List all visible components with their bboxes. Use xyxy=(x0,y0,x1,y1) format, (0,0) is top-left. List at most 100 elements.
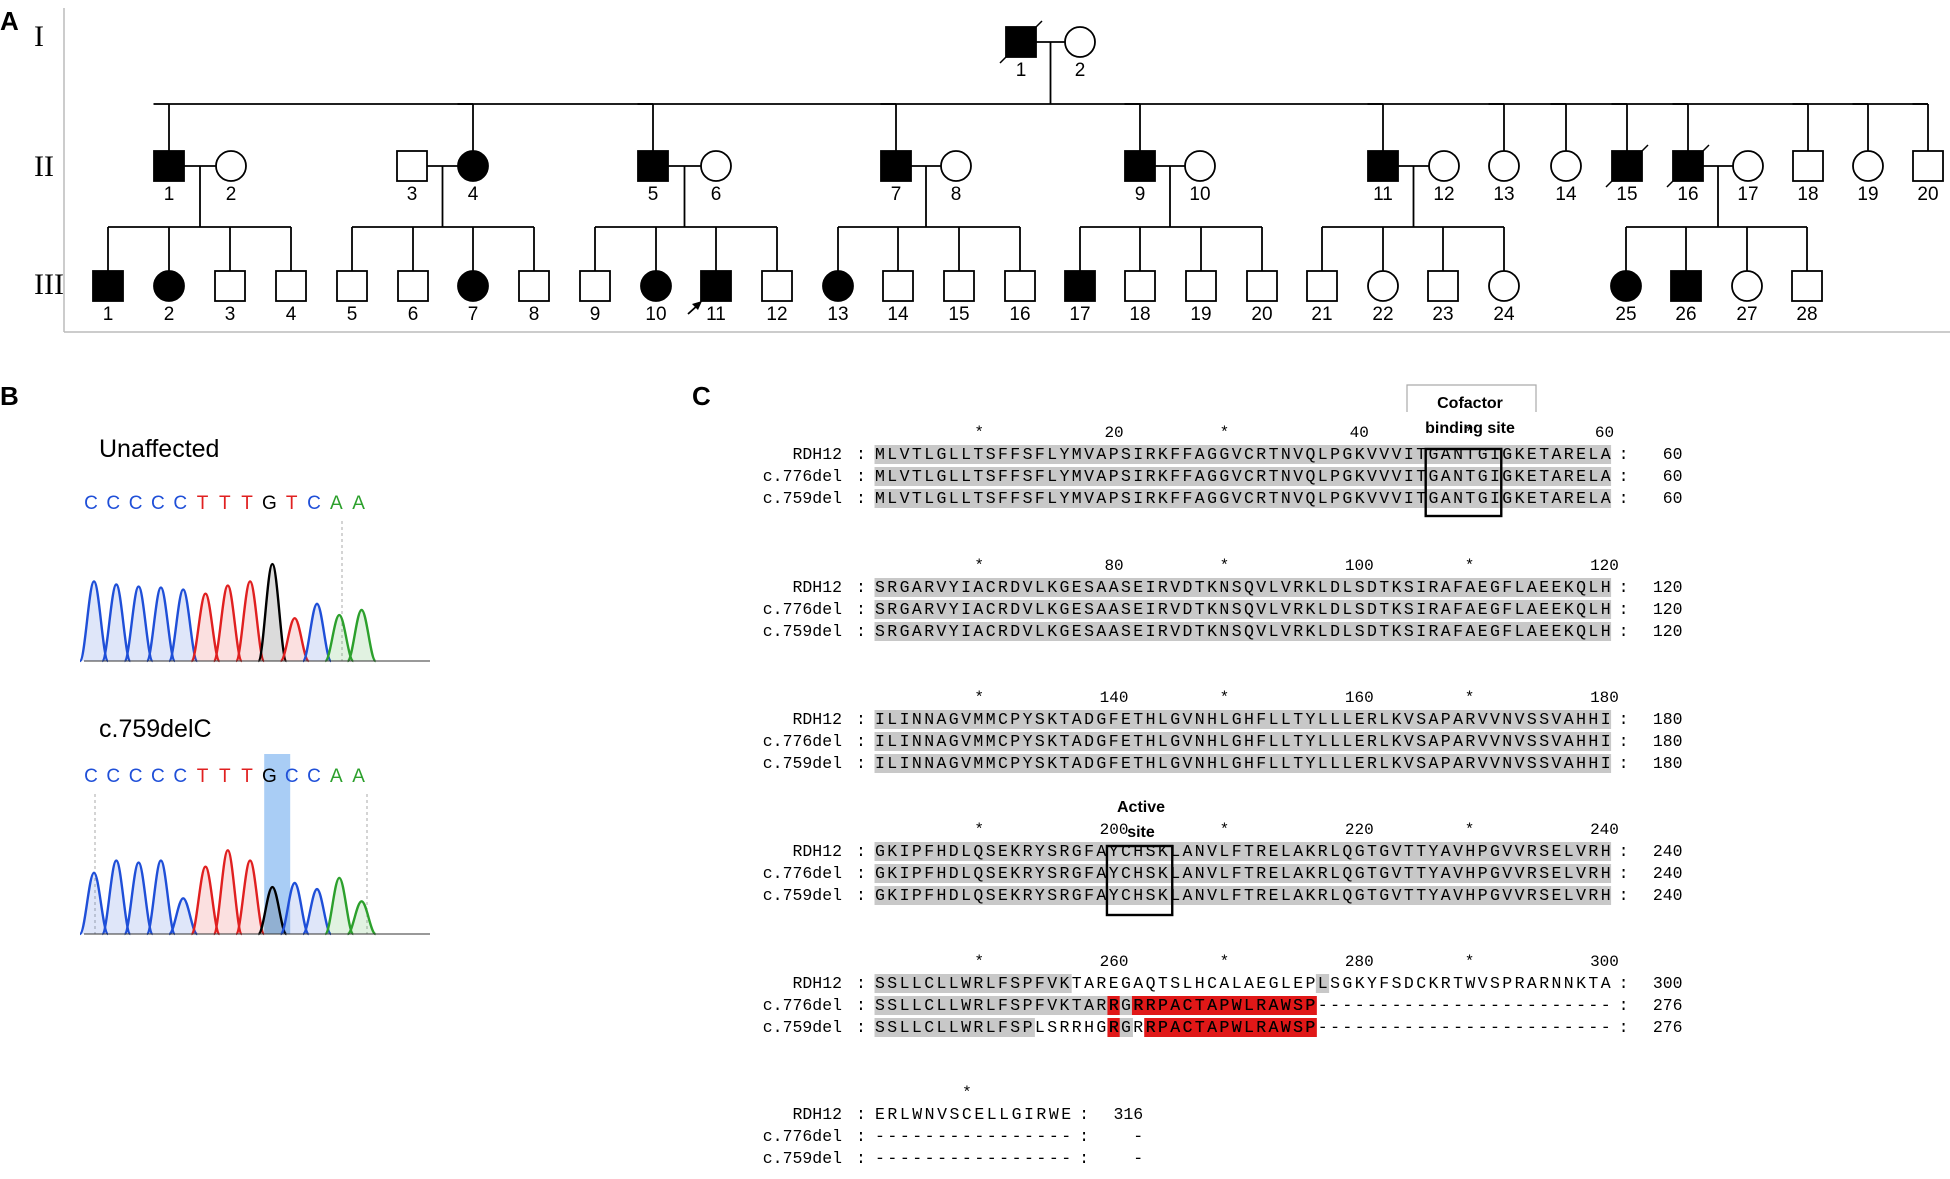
residue-count: - xyxy=(1133,1149,1143,1168)
affected-female-symbol xyxy=(1610,270,1642,302)
separator-colon: : xyxy=(856,974,866,993)
base-call: T xyxy=(219,766,231,787)
pedigree-individual: 9 xyxy=(1124,150,1156,205)
unaffected-female-symbol xyxy=(700,150,732,182)
sequence-residues: SSLLCLLWRLFSPFVKTAREGAQTSLHCALAEGLEPLSGK… xyxy=(875,974,1611,993)
separator-colon: : xyxy=(1619,710,1629,729)
separator-colon: : xyxy=(1079,1149,1089,1168)
pedigree-individual: 16 xyxy=(1004,270,1036,325)
trace-peak xyxy=(168,588,199,663)
pedigree-individual: 22 xyxy=(1367,270,1399,325)
mutant-residue: R xyxy=(1256,1018,1266,1037)
individual-number: 16 xyxy=(1009,304,1030,325)
individual-number: 1 xyxy=(1016,60,1027,81)
alignment-ruler-mark: * xyxy=(974,821,984,839)
alignment-row: RDH12:SSLLCLLWRLFSPFVKTAREGAQTSLHCALAEGL… xyxy=(792,974,1682,993)
residue-count: 60 xyxy=(1663,467,1683,486)
pedigree-individual: 7 xyxy=(457,270,489,325)
alignment-block: *140*160*180RDH12:ILINNAGVMMCPYSKTADGFET… xyxy=(763,689,1683,773)
mutant-residue: A xyxy=(1268,996,1278,1015)
individual-number: 4 xyxy=(286,304,297,325)
individual-number: 7 xyxy=(891,184,902,205)
individual-number: 17 xyxy=(1069,304,1090,325)
alignment-row: c.759del:----------------:- xyxy=(763,1149,1143,1168)
residue-count: - xyxy=(1133,1127,1143,1146)
unaffected-male-symbol xyxy=(761,270,793,302)
pedigree-individual: 1 xyxy=(92,270,124,325)
pedigree-individual: 24 xyxy=(1488,270,1520,325)
individual-number: 13 xyxy=(1493,184,1514,205)
alignment-ruler-mark: * xyxy=(974,424,984,442)
alignment-ruler-mark: 300 xyxy=(1590,953,1619,971)
separator-colon: : xyxy=(856,754,866,773)
active-site-label: site xyxy=(1127,824,1155,841)
individual-number: 15 xyxy=(948,304,969,325)
unaffected-female-symbol xyxy=(1428,150,1460,182)
unaffected-male-symbol xyxy=(579,270,611,302)
individual-number: 20 xyxy=(1251,304,1272,325)
base-call: C xyxy=(285,766,299,787)
sequence-name: c.759del xyxy=(763,754,842,773)
individual-number: 20 xyxy=(1917,184,1938,205)
affected-male-symbol xyxy=(1124,150,1156,182)
pedigree-individual: 27 xyxy=(1731,270,1763,325)
alignment-block: *200*220*240RDH12:GKIPFHDLQSEKRYSRGFAYCH… xyxy=(763,821,1683,905)
unaffected-female-symbol xyxy=(1367,270,1399,302)
separator-colon: : xyxy=(1619,578,1629,597)
alignment-ruler-mark: * xyxy=(1220,953,1230,971)
mutant-residue: W xyxy=(1281,1018,1291,1037)
pedigree-individual: 10 xyxy=(640,270,672,325)
pedigree-individual: 1 xyxy=(153,150,185,205)
individual-number: 10 xyxy=(1189,184,1210,205)
alignment-ruler-mark: 180 xyxy=(1590,689,1619,707)
trace-peak xyxy=(212,584,243,663)
separator-colon: : xyxy=(1619,996,1629,1015)
affected-male-symbol xyxy=(1367,150,1399,182)
alignment-ruler-mark: * xyxy=(974,689,984,707)
unaffected-male-symbol xyxy=(214,270,246,302)
pedigree-individual: 2 xyxy=(153,270,185,325)
base-call: T xyxy=(197,493,209,514)
residue-count: 120 xyxy=(1653,600,1683,619)
residue-count: 316 xyxy=(1113,1105,1143,1124)
separator-colon: : xyxy=(1619,974,1629,993)
individual-number: 2 xyxy=(1075,60,1086,81)
mutant-residue: R xyxy=(1146,1018,1156,1037)
separator-colon: : xyxy=(856,864,866,883)
sequence-name: c.759del xyxy=(763,489,842,508)
sequence-name: c.759del xyxy=(763,622,842,641)
pedigree-individual: 5 xyxy=(336,270,368,325)
affected-male-symbol xyxy=(92,270,124,302)
alignment-row: RDH12:ILINNAGVMMCPYSKTADGFETHLGVNHLGHFLL… xyxy=(792,710,1682,729)
affected-male-symbol xyxy=(153,150,185,182)
generation-label-ii: II xyxy=(34,150,54,183)
mutant-residue: W xyxy=(1281,996,1291,1015)
mutant-residue: C xyxy=(1183,1018,1193,1037)
generation-label-i: I xyxy=(34,20,44,53)
affected-female-symbol xyxy=(153,270,185,302)
alignment-ruler-mark: 200 xyxy=(1100,821,1129,839)
unaffected-male-symbol xyxy=(1912,150,1944,182)
base-call: A xyxy=(352,766,365,787)
base-call: T xyxy=(241,493,253,514)
residue-count: 120 xyxy=(1653,578,1683,597)
alignment-row: RDH12:SRGARVYIACRDVLKGESAASEIRVDTKNSQVLV… xyxy=(792,578,1682,597)
alignment-row: c.776del:SRGARVYIACRDVLKGESAASEIRVDTKNSQ… xyxy=(763,600,1683,619)
pedigree-individual: 18 xyxy=(1792,150,1824,205)
alignment-row: c.759del:ILINNAGVMMCPYSKTADGFETHLGVNHLGH… xyxy=(763,754,1683,773)
alignment-ruler-mark: * xyxy=(1465,557,1475,575)
unaffected-male-symbol xyxy=(1427,270,1459,302)
panel-label-a: A xyxy=(0,6,19,36)
individual-number: 18 xyxy=(1129,304,1150,325)
individual-number: 23 xyxy=(1432,304,1453,325)
protein-alignment: *20*40*60RDH12:MLVTLGLLTSFFSFLYMVAPSIRKF… xyxy=(763,384,1683,1168)
pedigree-individual: 17 xyxy=(1732,150,1764,205)
mutant-residue: R xyxy=(1146,996,1156,1015)
separator-colon: : xyxy=(1079,1105,1089,1124)
sequence-name: c.759del xyxy=(763,886,842,905)
alignment-block: *260*280*300RDH12:SSLLCLLWRLFSPFVKTAREGA… xyxy=(763,953,1683,1037)
mutant-residue: P xyxy=(1158,1018,1168,1037)
mutant-residue: A xyxy=(1170,996,1180,1015)
